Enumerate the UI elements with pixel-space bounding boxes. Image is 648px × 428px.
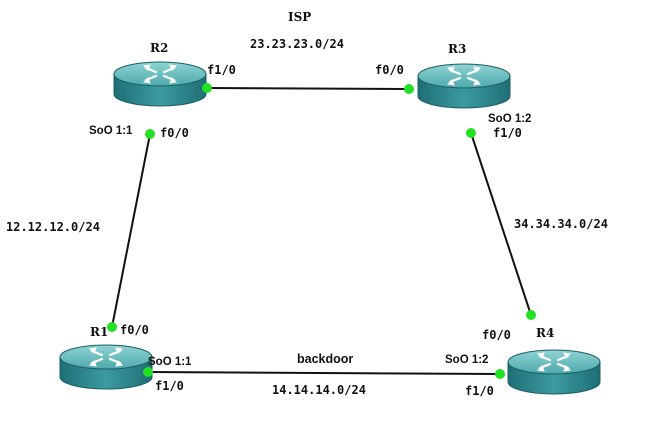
iface-r2-f10: f1/0: [207, 63, 236, 77]
router-r4[interactable]: [506, 348, 602, 396]
diagram-title: ISP: [288, 10, 311, 24]
router-label-r3: R3: [448, 42, 466, 56]
router-label-r2: R2: [150, 41, 168, 55]
subnet-label-r1-r2: 12.12.12.0/24: [6, 220, 100, 234]
iface-r2-f00: f0/0: [160, 126, 189, 140]
link-r1-r2: [111, 133, 151, 328]
port-dot-r3-f00: [404, 84, 414, 94]
port-dot-r2-f00: [145, 129, 155, 139]
iface-r1-f00: f0/0: [120, 323, 149, 337]
port-dot-r4-f00: [526, 310, 536, 320]
port-dot-r1-f00: [107, 322, 117, 332]
iface-r4-f10: f1/0: [465, 384, 494, 398]
soo-r4: SoO 1:2: [445, 354, 488, 366]
iface-r4-f00: f0/0: [482, 328, 511, 342]
router-label-r4: R4: [536, 326, 554, 340]
router-r3[interactable]: [416, 62, 512, 110]
soo-r2: SoO 1:1: [89, 125, 133, 137]
port-dot-r1-f10: [143, 367, 153, 377]
iface-r3-f10: f1/0: [493, 126, 522, 140]
iface-r3-f00: f0/0: [375, 63, 404, 77]
router-r1[interactable]: [58, 343, 154, 391]
link-r2-r3: [206, 87, 410, 90]
soo-r1: SoO 1:1: [148, 356, 192, 368]
router-label-r1: R1: [90, 325, 108, 339]
router-r2[interactable]: [112, 60, 208, 108]
link-r3-r4: [470, 132, 532, 316]
link-label-backdoor: backdoor: [297, 352, 353, 366]
soo-r3: SoO 1:2: [488, 113, 531, 125]
port-dot-r2-f10: [202, 83, 212, 93]
port-dot-r4-f10: [495, 369, 505, 379]
iface-r1-f10: f1/0: [155, 379, 184, 393]
subnet-label-r2-r3: 23.23.23.0/24: [250, 37, 344, 51]
port-dot-r3-f10: [466, 128, 476, 138]
subnet-label-r3-r4: 34.34.34.0/24: [514, 217, 608, 231]
subnet-label-r1-r4: 14.14.14.0/24: [272, 383, 366, 397]
link-r1-r4: [147, 371, 501, 375]
